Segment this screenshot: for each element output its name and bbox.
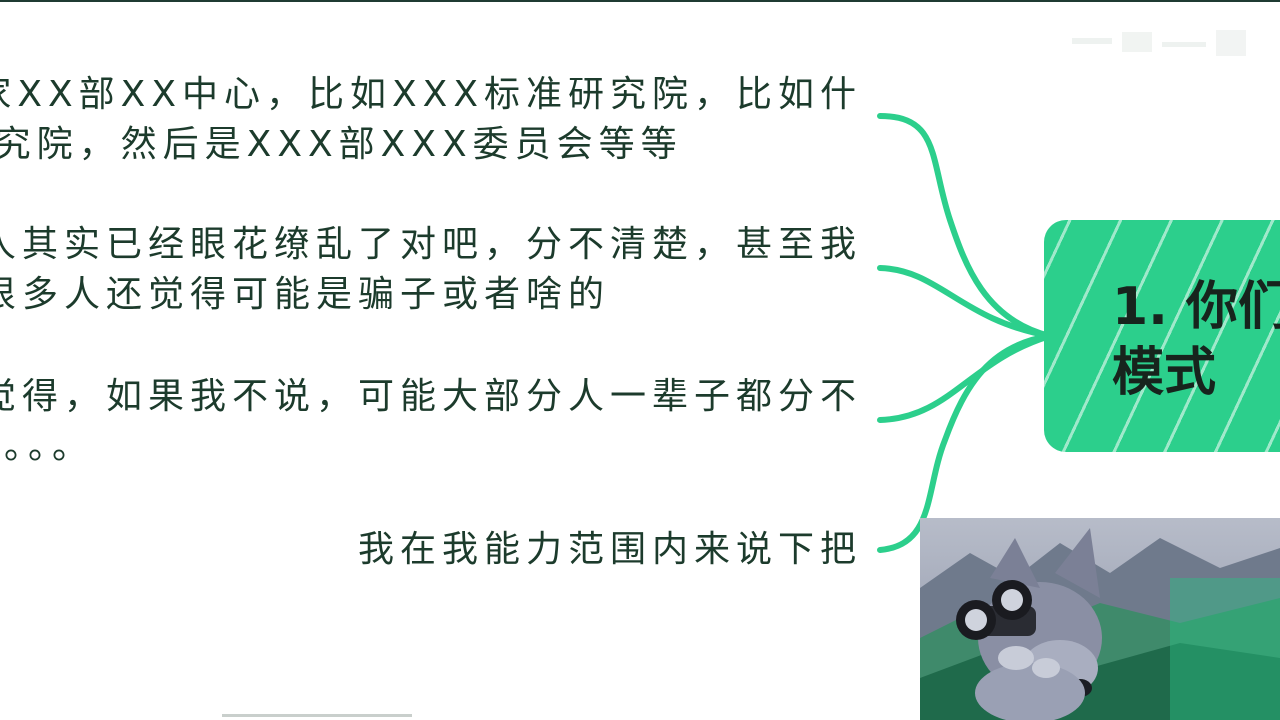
branch-2-line-2: 信很多人还觉得可能是骗子或者啥的 <box>0 274 610 315</box>
branch-item-3: 是觉得，如果我不说，可能大部分人一辈子都分不 楚。。。。 <box>0 372 862 472</box>
central-topic-node: 1. 你们 模式 <box>1044 220 1280 452</box>
bottom-scratch-mark <box>222 714 412 717</box>
central-topic-hatching <box>1044 220 1280 452</box>
connector-branch-3 <box>877 333 1053 423</box>
central-topic-label: 1. 你们 模式 <box>1112 274 1280 406</box>
branch-item-1: 如国家XX部XX中心，比如XXX标准研究院，比如什 XX研究院，然后是XXX部X… <box>0 70 862 170</box>
branch-1-line-2: XX研究院，然后是XXX部XXX委员会等等 <box>0 124 683 165</box>
central-topic-line-1: 1. 你们 <box>1112 277 1280 337</box>
branch-1-line-1: 如国家XX部XX中心，比如XXX标准研究院，比如什 <box>0 74 862 115</box>
connector-branch-2 <box>877 265 1053 339</box>
branch-item-4: 我在我能力范围内来说下把 <box>358 525 862 575</box>
dog-with-binoculars-photo <box>920 518 1280 720</box>
connector-branch-1 <box>877 113 1053 339</box>
branch-item-2: 多人其实已经眼花缭乱了对吧，分不清楚，甚至我 信很多人还觉得可能是骗子或者啥的 <box>0 220 862 320</box>
branch-3-line-2: 楚。。。。 <box>0 426 94 467</box>
connector-branch-4 <box>877 333 1053 553</box>
branch-3-line-1: 是觉得，如果我不说，可能大部分人一辈子都分不 <box>0 376 862 417</box>
top-divider <box>0 0 1280 2</box>
central-topic-line-2: 模式 <box>1112 343 1217 403</box>
branch-2-line-1: 多人其实已经眼花缭乱了对吧，分不清楚，甚至我 <box>0 224 862 265</box>
branch-4-line-1: 我在我能力范围内来说下把 <box>357 529 862 570</box>
faint-watermark <box>1072 30 1246 56</box>
